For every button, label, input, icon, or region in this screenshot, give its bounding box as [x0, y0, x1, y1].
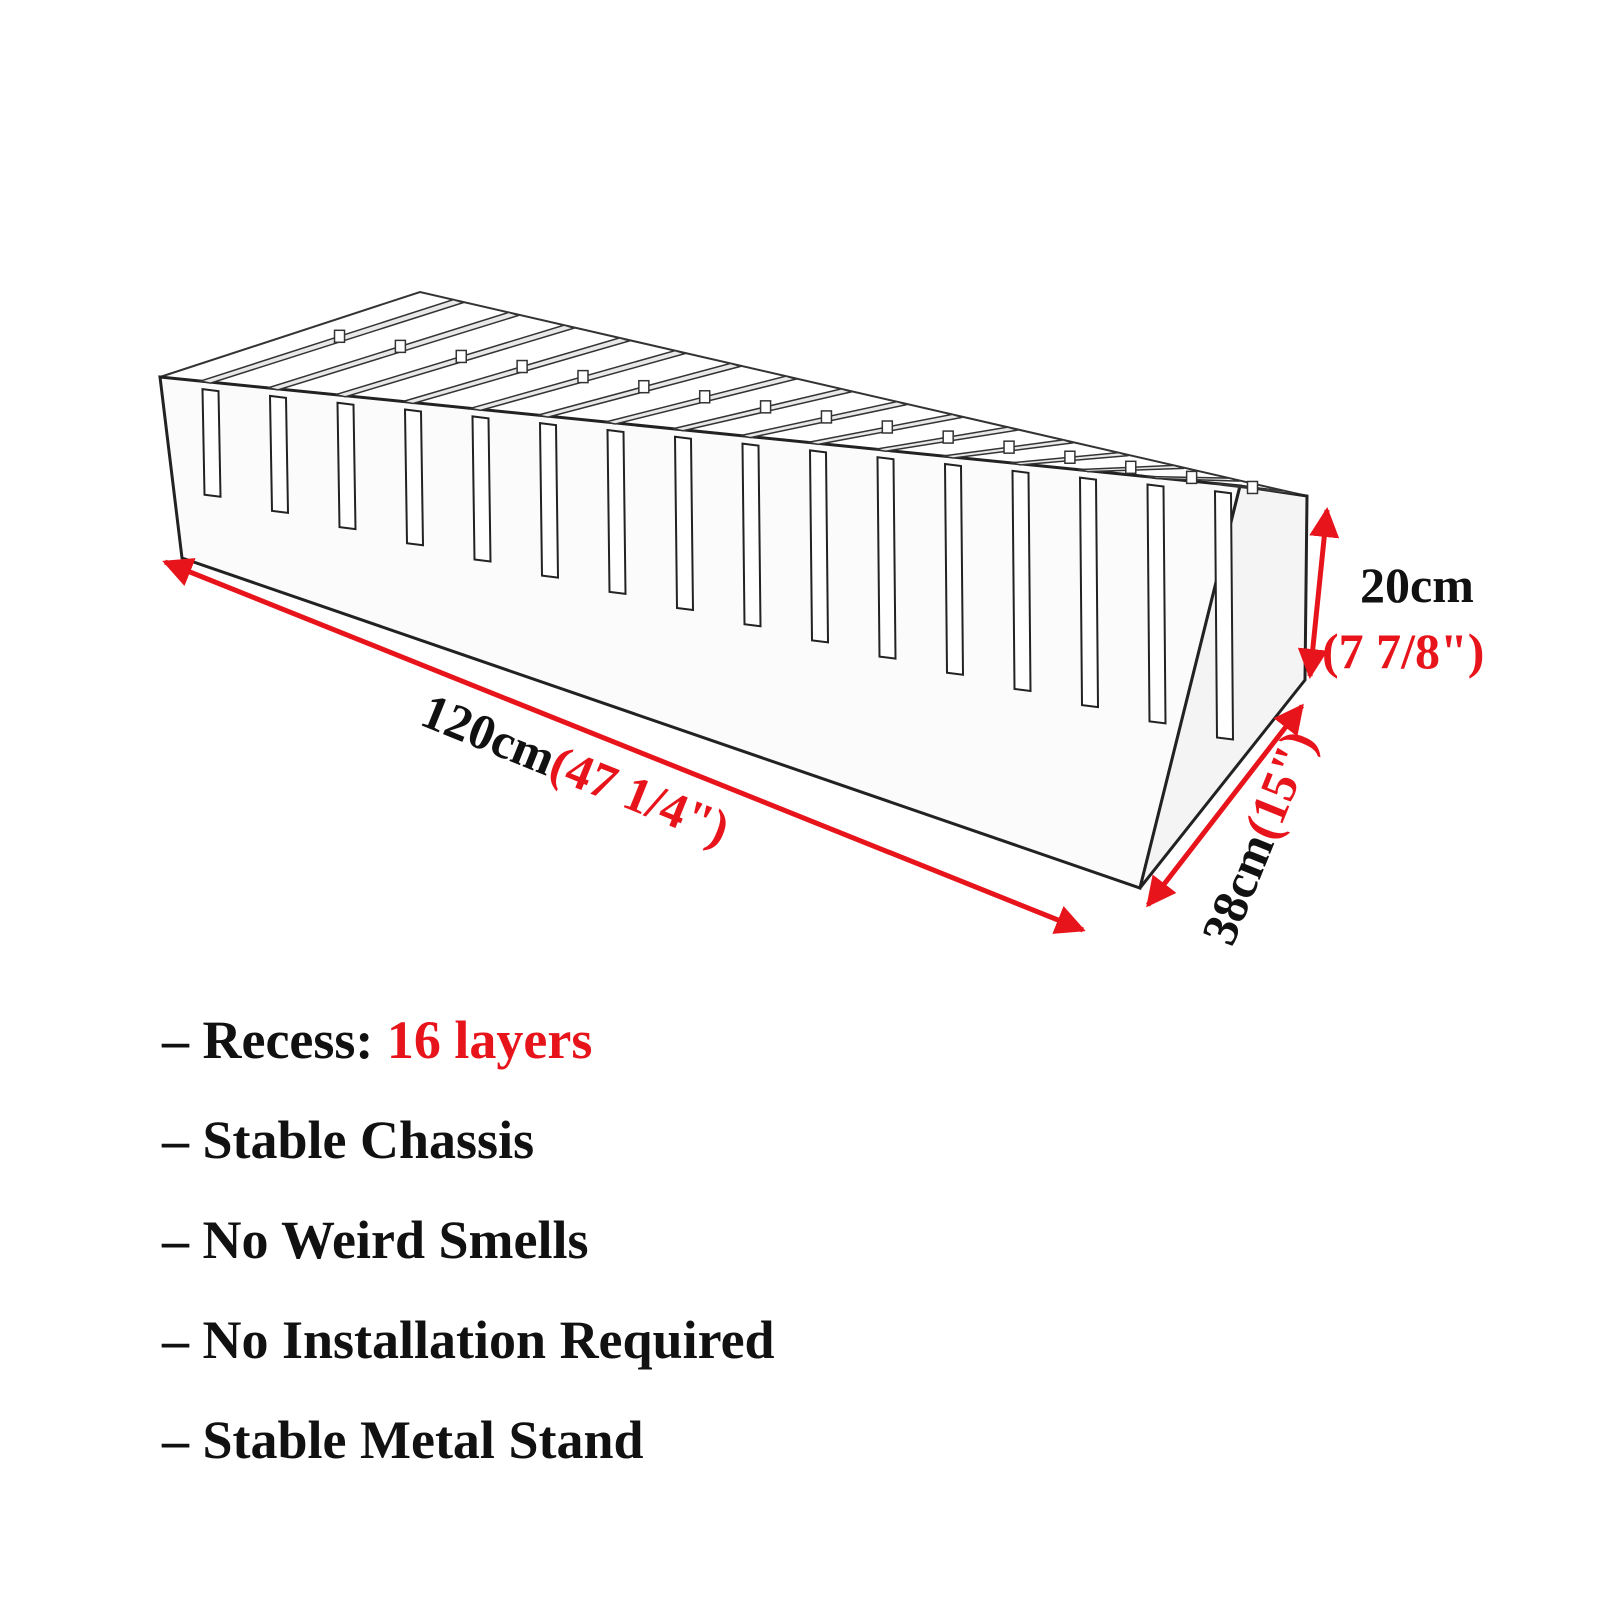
slot-tab [820, 410, 833, 424]
slot-cut [268, 394, 290, 515]
slot-tab [759, 400, 772, 414]
feature-dash: – [162, 1210, 203, 1270]
slot-tab [455, 349, 468, 364]
slot-tab [516, 359, 528, 374]
slot-tab [1125, 460, 1137, 475]
storage-rack [158, 290, 1309, 890]
feature-dash: – [162, 1310, 203, 1370]
slot-tab [1185, 470, 1198, 485]
feature-item-installation: – No Installation Required [162, 1310, 775, 1410]
dimension-arrows [162, 507, 1340, 934]
feature-label: No Installation Required [202, 1310, 775, 1370]
slot-cut [1078, 476, 1100, 709]
feature-dash: – [162, 1010, 203, 1070]
slot-tab [881, 420, 894, 434]
feature-item-smells: – No Weird Smells [162, 1210, 775, 1310]
slot-cut [336, 401, 357, 531]
slot-groove [402, 337, 633, 405]
height-arrow [1297, 507, 1340, 679]
length-cm: 120cm [414, 682, 564, 786]
slot-tab [698, 390, 711, 404]
slot-groove [267, 311, 522, 391]
slot-cut [741, 442, 762, 628]
slot-cut [1011, 469, 1032, 693]
slot-cut [538, 422, 560, 579]
slot-tab [1064, 450, 1076, 464]
slot-tab [394, 339, 407, 354]
feature-label: Stable Metal Stand [202, 1410, 644, 1470]
slot-cut [943, 462, 965, 676]
feature-item-recess: – Recess: 16 layers [162, 1010, 775, 1110]
slot-tab [1003, 440, 1015, 454]
feature-list: – Recess: 16 layers – Stable Chassis – N… [162, 1010, 775, 1510]
slot-cut [1146, 483, 1167, 725]
feature-item-chassis: – Stable Chassis [162, 1110, 775, 1210]
feature-label: Stable Chassis [202, 1110, 535, 1170]
feature-dash: – [162, 1410, 203, 1470]
feature-label: No Weird Smells [202, 1210, 589, 1270]
depth-cm: 38cm [1190, 826, 1285, 953]
length-arrow [162, 558, 1086, 934]
feature-dash: – [162, 1110, 203, 1170]
slot-cut [471, 415, 492, 563]
feature-highlight: 16 layers [386, 1010, 593, 1070]
feature-label: Recess: [202, 1010, 387, 1070]
slot-tab [638, 379, 650, 394]
slot-cut [808, 449, 830, 644]
slot-cut [673, 435, 695, 612]
slot-cut [1213, 490, 1235, 741]
slot-tab [942, 430, 954, 444]
height-in-label: (7 7/8") [1322, 623, 1484, 679]
slot-tab [577, 369, 589, 384]
slot-cut [201, 387, 222, 498]
slot-tab [333, 329, 346, 344]
slot-cut [876, 456, 897, 660]
slot-tab [1246, 480, 1259, 495]
depth-arrow [1146, 703, 1304, 908]
slot-cut [403, 408, 425, 547]
slot-cut [606, 428, 627, 595]
slot-groove [335, 324, 577, 398]
height-cm-label: 20cm [1360, 557, 1474, 613]
feature-item-stand: – Stable Metal Stand [162, 1410, 775, 1510]
slot-groove [197, 298, 466, 384]
